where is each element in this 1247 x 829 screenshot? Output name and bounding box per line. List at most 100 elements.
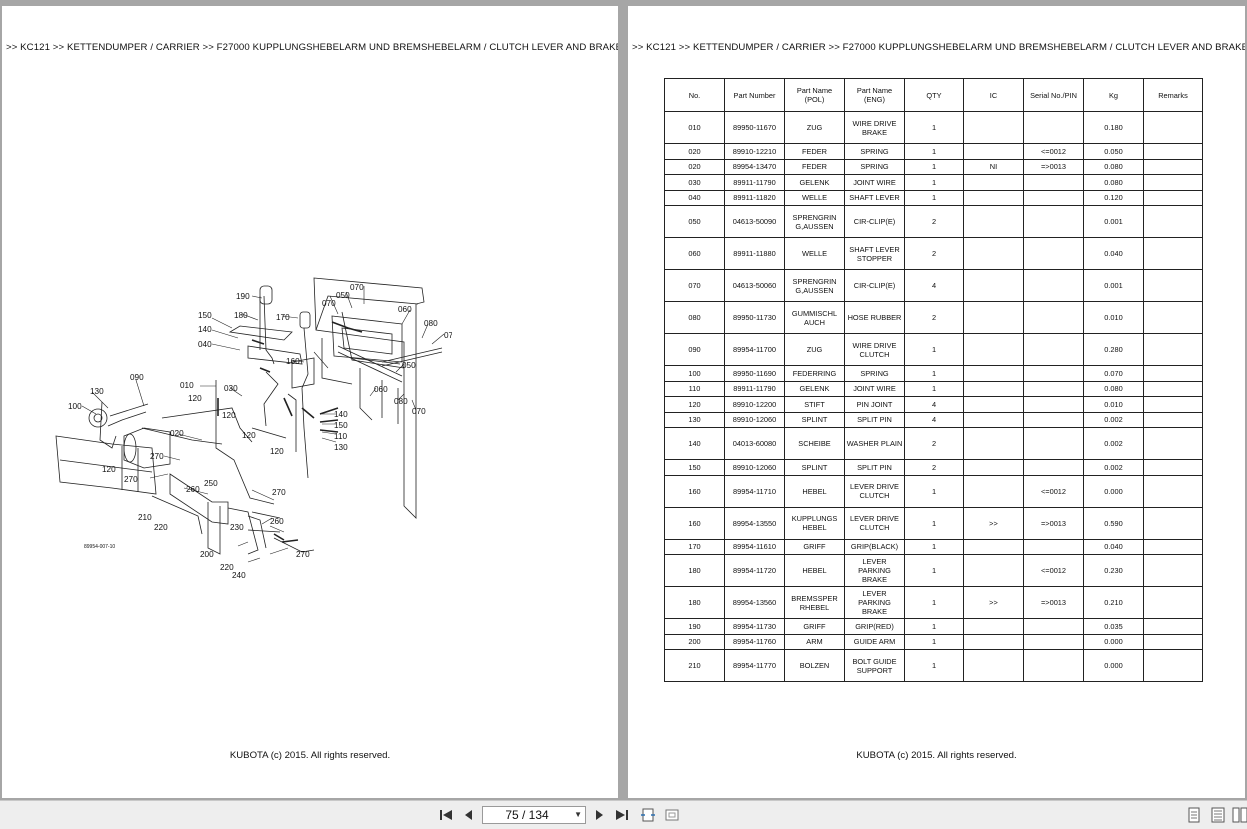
callout: 260 [186,485,200,494]
callout: 060 [398,305,412,314]
table-cell: 0.210 [1083,586,1144,619]
table-cell: GELENK [784,174,845,191]
first-page-icon[interactable] [438,807,454,823]
table-cell [1023,396,1084,413]
continuous-view-icon[interactable] [1232,807,1247,823]
table-cell [963,111,1024,144]
table-cell [1143,205,1203,238]
table-cell: 1 [904,506,964,540]
table-cell: HEBEL [784,474,845,508]
callout: 120 [242,431,256,440]
callout: 270 [296,550,310,559]
table-cell: GRIP(BLACK) [844,538,905,555]
table-cell: 04013-60080 [724,427,785,460]
callout: 250 [204,479,218,488]
breadcrumb: >> KC121 >> KETTENDUMPER / CARRIER >> F2… [632,42,1245,53]
table-cell [1143,411,1203,428]
callout: 130 [334,443,348,452]
table-cell: 89954-11720 [724,554,785,587]
table-cell: 020 [664,158,725,175]
table-cell: LEVER DRIVE CLUTCH [844,506,905,540]
table-cell: ZUG [784,111,845,144]
table-cell [1143,427,1203,460]
table-cell: 210 [664,649,725,682]
facing-pages-view-icon[interactable] [1210,807,1226,823]
fit-width-icon[interactable] [664,807,680,823]
table-cell: <=0012 [1023,474,1084,508]
table-cell: 89911-11790 [724,380,785,397]
callout: 050 [336,291,350,300]
page-number-select[interactable]: 75 / 134 ▼ [482,806,586,824]
table-cell: GRIP(RED) [844,618,905,635]
table-cell: 0.230 [1083,554,1144,587]
single-page-view-icon[interactable] [1186,807,1202,823]
table-cell [1023,237,1084,270]
table-cell [963,269,1024,302]
column-header: No. [664,78,725,112]
table-cell: SPRING [844,143,905,160]
page-right: >> KC121 >> KETTENDUMPER / CARRIER >> F2… [628,6,1245,798]
table-cell: 190 [664,618,725,635]
table-cell: 1 [904,111,964,144]
table-cell: =>0013 [1023,158,1084,175]
table-cell [1143,143,1203,160]
prev-page-icon[interactable] [460,807,476,823]
table-cell [1143,474,1203,508]
table-cell: 140 [664,427,725,460]
last-page-icon[interactable] [614,807,630,823]
callout: 070 [350,283,364,292]
page-left: >> KC121 >> KETTENDUMPER / CARRIER >> F2… [2,6,618,798]
table-cell: 1 [904,586,964,619]
table-cell [1023,618,1084,635]
table-cell: 060 [664,237,725,270]
table-cell [1143,301,1203,334]
column-header: Serial No./PIN [1023,78,1084,112]
table-cell: 1 [904,649,964,682]
table-cell: 89954-11730 [724,618,785,635]
table-cell: 2 [904,301,964,334]
callout: 180 [234,311,248,320]
table-cell: WASHER PLAIN [844,427,905,460]
table-cell: SPLIT PIN [844,411,905,428]
table-cell: 1 [904,158,964,175]
table-cell: 0.000 [1083,474,1144,508]
table-cell [1023,380,1084,397]
table-cell [1023,301,1084,334]
table-cell: 120 [664,396,725,413]
table-cell: 4 [904,411,964,428]
callout: 230 [230,523,244,532]
callout: 120 [102,465,116,474]
table-cell: 0.000 [1083,633,1144,650]
table-cell: 0.280 [1083,333,1144,366]
table-cell [1023,633,1084,650]
column-header: Part Name (POL) [784,78,845,112]
table-cell: WIRE DRIVE BRAKE [844,111,905,144]
table-cell: 0.080 [1083,158,1144,175]
column-header: Part Name (ENG) [844,78,905,112]
fit-page-icon[interactable] [640,807,656,823]
table-cell: 1 [904,554,964,587]
table-cell [1143,506,1203,540]
table-cell: GUIDE ARM [844,633,905,650]
table-cell: WELLE [784,237,845,270]
table-cell: 070 [664,269,725,302]
next-page-icon[interactable] [592,807,608,823]
table-cell: FEDER [784,158,845,175]
callout: 120 [222,411,236,420]
table-cell [963,554,1024,587]
column-header: Kg [1083,78,1144,112]
table-cell: WELLE [784,189,845,206]
callout: 030 [224,384,238,393]
table-cell: 2 [904,427,964,460]
table-cell: 0.002 [1083,411,1144,428]
table-cell [1143,396,1203,413]
table-cell [1023,459,1084,476]
